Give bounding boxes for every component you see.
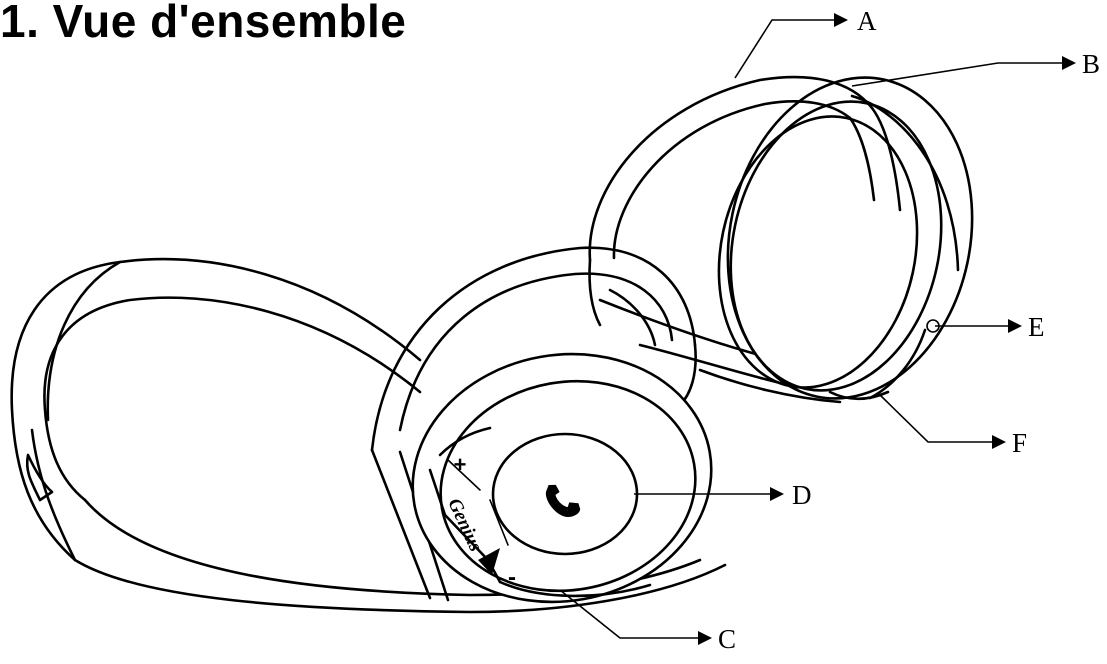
callout-label-D: D xyxy=(792,480,812,510)
rear-ear-cup xyxy=(717,76,974,401)
call-button[interactable] xyxy=(491,432,639,556)
headband xyxy=(588,75,902,327)
callout-label-C: C xyxy=(718,624,736,654)
phone-icon xyxy=(545,484,581,518)
callout-F: F xyxy=(879,394,1027,458)
front-arm xyxy=(370,246,697,602)
callout-E: E xyxy=(926,312,1045,342)
section-heading: 1. Vue d'ensemble xyxy=(0,0,407,47)
brand-swoosh xyxy=(478,548,500,575)
callout-A: A xyxy=(734,6,877,79)
callout-label-B: B xyxy=(1082,49,1100,79)
callout-D: D xyxy=(634,480,812,510)
front-ear-cup: + - Genius xyxy=(411,352,713,604)
callout-label-F: F xyxy=(1012,428,1027,458)
callout-B: B xyxy=(851,49,1100,87)
callout-C: C xyxy=(559,589,736,654)
callout-label-A: A xyxy=(857,6,877,36)
volume-down-button[interactable]: - xyxy=(508,564,516,591)
neckband xyxy=(10,257,842,614)
callout-label-E: E xyxy=(1028,312,1045,342)
volume-up-button[interactable]: + xyxy=(454,452,467,477)
